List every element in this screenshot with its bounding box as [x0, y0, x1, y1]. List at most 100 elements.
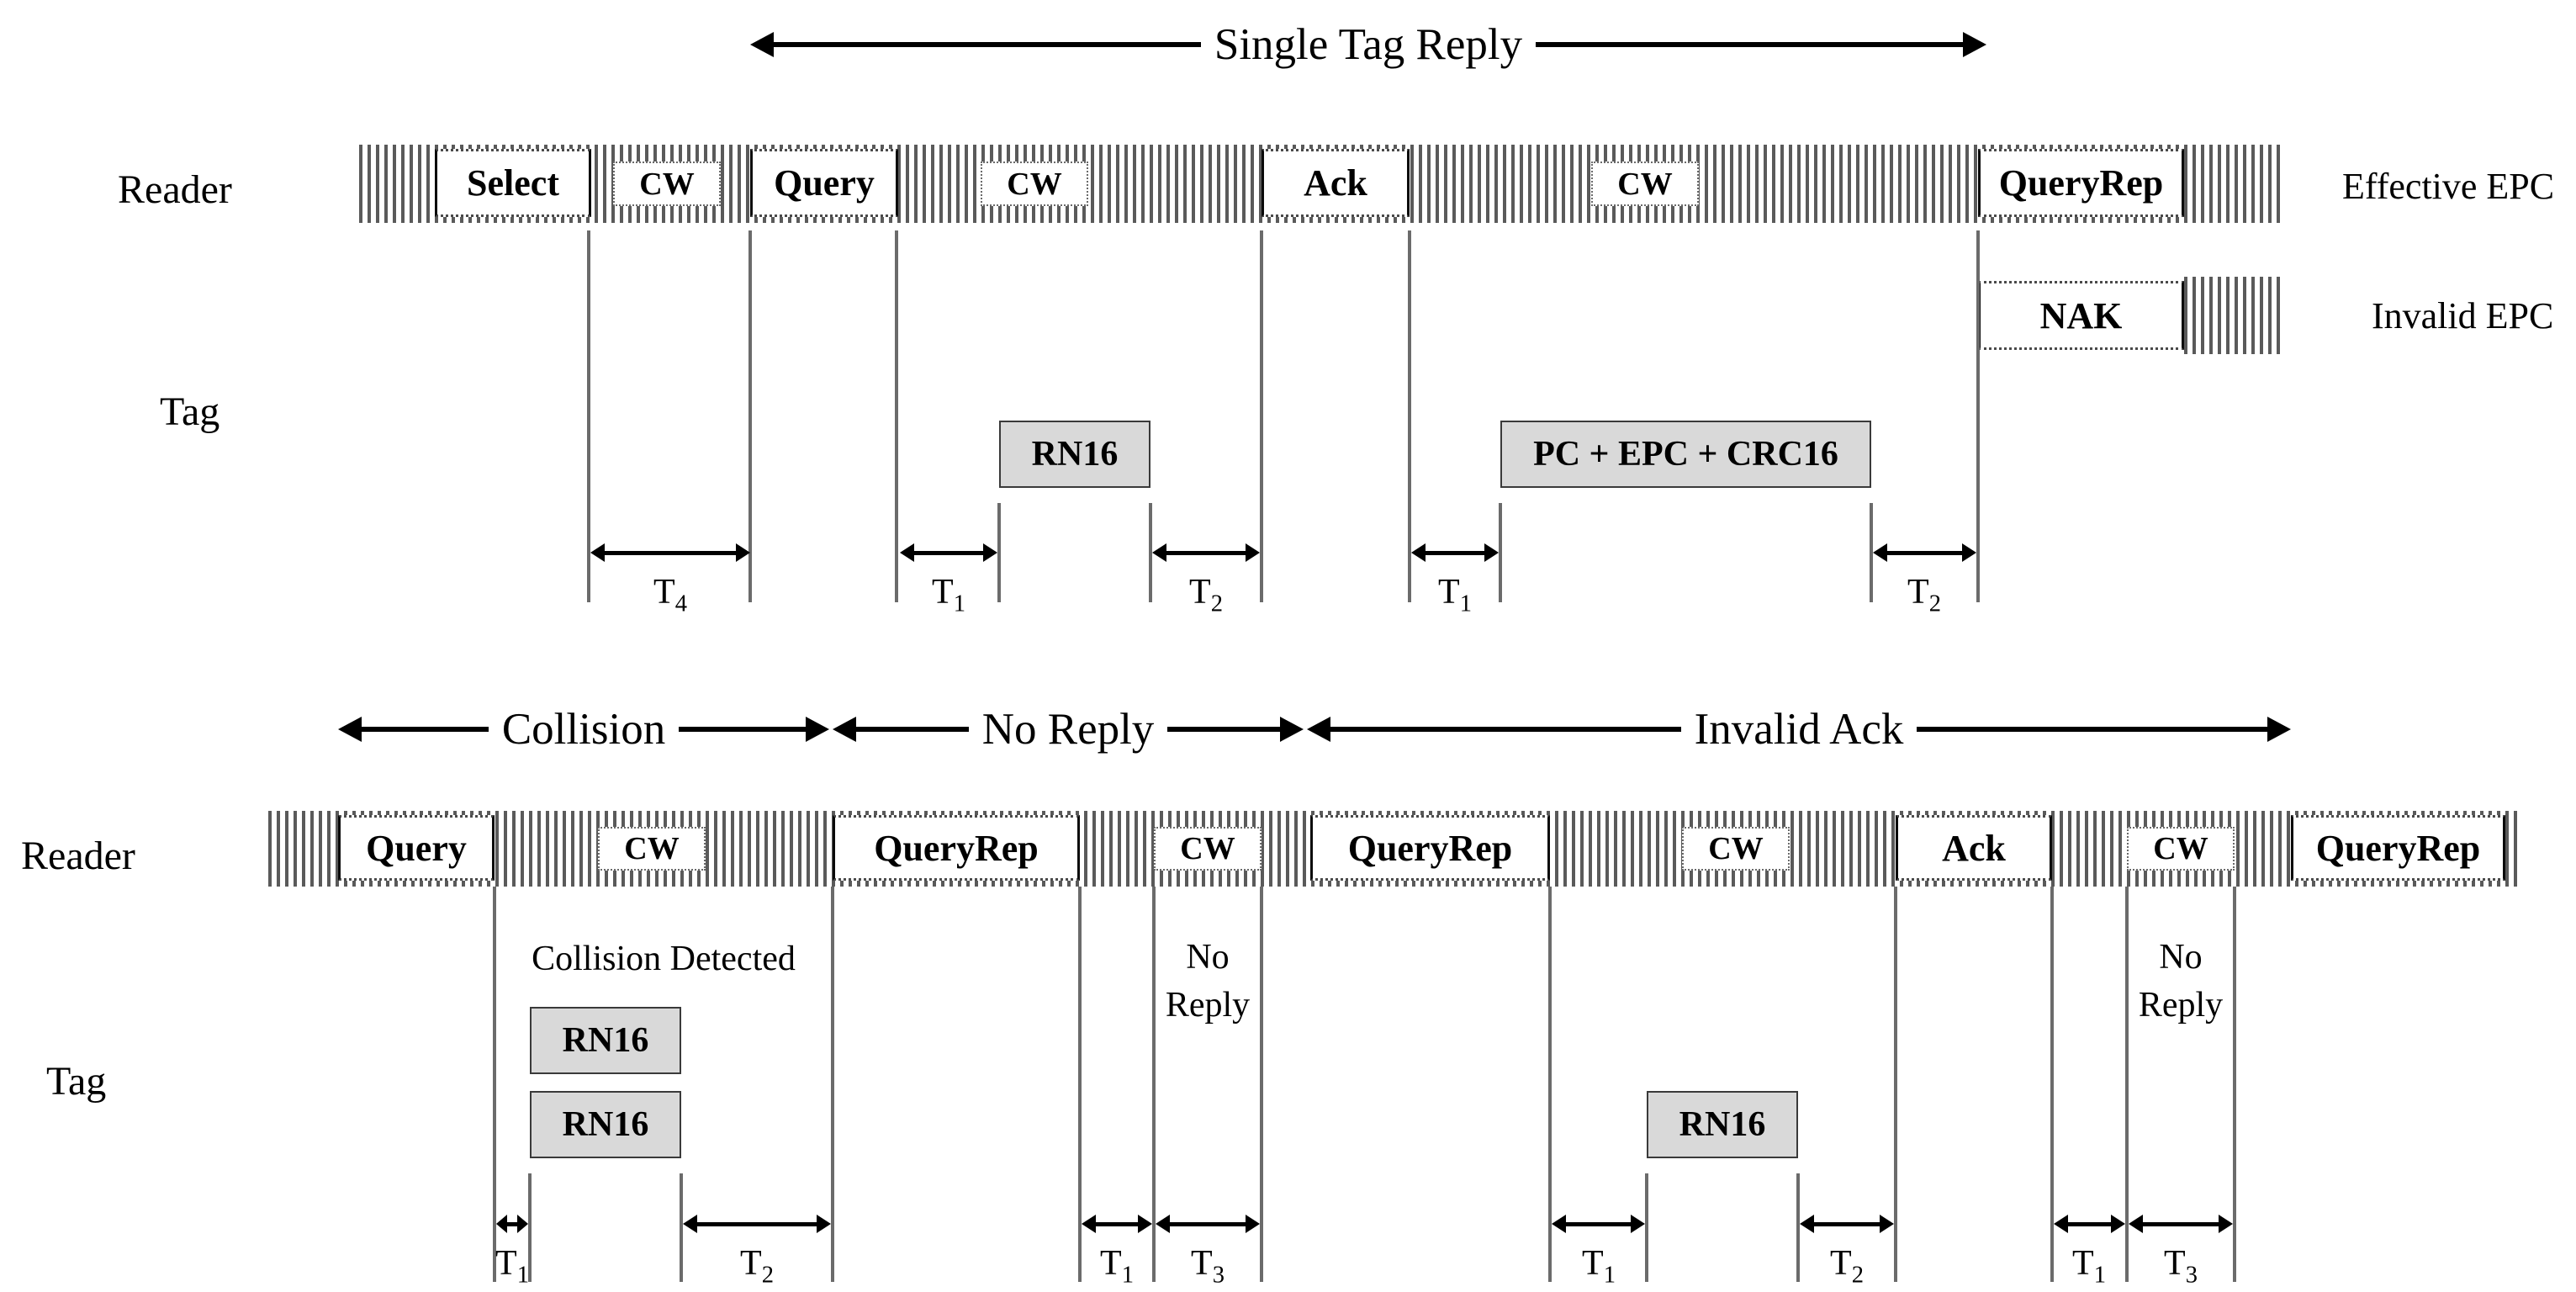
arrow-head-right-icon [1484, 543, 1499, 562]
arrow-head-left-icon [1307, 717, 1330, 742]
arrow-head-right-icon [1280, 717, 1304, 742]
bt2-arrow-2 [1800, 1213, 1894, 1235]
bottom-ack-box: Ack [1896, 815, 2052, 881]
bt3-arrow-1 [1156, 1213, 1260, 1235]
top-select-box: Select [435, 149, 591, 217]
bottom-rn16-box-2: RN16 [530, 1091, 681, 1158]
arrow-head-left-icon [1411, 543, 1426, 562]
bottom-rn16-box-1: RN16 [530, 1007, 681, 1074]
timing-line-ack-start [1894, 887, 1897, 1282]
arrow-shaft [1536, 42, 1964, 47]
timing-line-query-end [493, 887, 496, 1282]
bt1-label-3: T1 [1582, 1244, 1616, 1289]
top-tag-row-label: Tag [160, 389, 220, 434]
arrow-head-left-icon [338, 717, 362, 742]
arrow-head-right-icon [2267, 717, 2291, 742]
t2-label-2: T2 [1907, 573, 1941, 617]
no-reply-note-2: No Reply [2097, 934, 2265, 1029]
invalid-ack-span-arrow: Invalid Ack [1307, 704, 2291, 755]
arrow-shaft [605, 550, 736, 555]
timing-line-cw4-start [2125, 887, 2129, 1282]
timing-line-query-start [748, 230, 752, 602]
arrow-shaft [1330, 727, 1681, 732]
bt1-label-4: T1 [2072, 1244, 2106, 1289]
arrow-head-right-icon [1880, 1215, 1894, 1233]
arrow-head-left-icon [1552, 1215, 1566, 1233]
arrow-head-right-icon [1246, 543, 1260, 562]
top-rn16-box: RN16 [999, 421, 1150, 488]
arrow-head-right-icon [2219, 1215, 2233, 1233]
single-tag-reply-label: Single Tag Reply [1200, 19, 1537, 70]
bt2-arrow-1 [683, 1213, 831, 1235]
arrow-head-right-icon [1962, 543, 1976, 562]
bt1-arrow-4 [2054, 1213, 2125, 1235]
top-cw-box-3: CW [1591, 162, 1699, 206]
invalid-ack-label: Invalid Ack [1680, 704, 1917, 755]
arrow-head-left-icon [2054, 1215, 2068, 1233]
timing-line-queryrep2-end [1548, 887, 1552, 1282]
arrow-head-left-icon [683, 1215, 697, 1233]
timing-line-ack-start [1260, 230, 1263, 602]
timing-line-ack-end [1408, 230, 1411, 602]
timing-tick-rn16-end [1149, 503, 1152, 602]
arrow-head-left-icon [750, 32, 774, 57]
bottom-cw-box-3: CW [1682, 827, 1790, 871]
timing-line-cw2-end [1260, 887, 1263, 1282]
arrow-head-left-icon [1873, 543, 1887, 562]
timing-tick-rn16pair-start [528, 1173, 532, 1282]
no-reply-note-line2: Reply [1165, 985, 1251, 1025]
bottom-cw-box-4: CW [2127, 827, 2235, 871]
timing-line-cw4-end [2233, 887, 2236, 1282]
arrow-shaft [362, 727, 489, 732]
arrow-shaft [1566, 1221, 1631, 1226]
t1-arrow-2 [1411, 542, 1499, 564]
arrow-head-right-icon [1631, 1215, 1645, 1233]
arrow-head-right-icon [1138, 1215, 1152, 1233]
t4-arrow [590, 542, 750, 564]
bt1-arrow-1 [496, 1213, 528, 1235]
no-reply-note-line2: Reply [2138, 985, 2224, 1025]
timing-tick-pc-end [1870, 503, 1873, 602]
nak-box: NAK [1978, 281, 2184, 350]
arrow-shaft [1814, 1221, 1880, 1226]
bt1-label-1: T1 [495, 1244, 529, 1289]
timing-line-ack-end [2050, 887, 2054, 1282]
timing-line-cw2-start [1152, 887, 1156, 1282]
arrow-shaft [2143, 1221, 2219, 1226]
timing-line-select-end [587, 230, 590, 602]
arrow-head-left-icon [1156, 1215, 1170, 1233]
arrow-head-right-icon [1963, 32, 1987, 57]
bottom-query-box: Query [338, 815, 495, 881]
timing-tick-rn16-end [1796, 1173, 1800, 1282]
arrow-shaft [679, 727, 807, 732]
effective-epc-label: Effective EPC [2342, 166, 2555, 207]
top-cw-box-2: CW [981, 162, 1088, 206]
bt3-arrow-2 [2129, 1213, 2233, 1235]
arrow-shaft [1096, 1221, 1138, 1226]
timing-tick-rn16-start [997, 503, 1001, 602]
arrow-head-right-icon [517, 1215, 528, 1233]
arrow-shaft [507, 1221, 517, 1226]
no-reply-note-line1: No [2159, 938, 2203, 977]
t2-label-1: T2 [1189, 573, 1223, 617]
bottom-cw-box-1: CW [598, 827, 706, 871]
arrow-head-right-icon [2111, 1215, 2125, 1233]
timing-line-queryrep1-end [1078, 887, 1082, 1282]
timing-tick-rn16-start [1645, 1173, 1648, 1282]
arrow-head-left-icon [833, 717, 856, 742]
timing-line-query-end [895, 230, 898, 602]
bottom-cw-box-2: CW [1154, 827, 1262, 871]
top-query-box: Query [750, 149, 898, 217]
bt1-label-2: T1 [1100, 1244, 1134, 1289]
bt1-arrow-3 [1552, 1213, 1645, 1235]
bottom-reader-row-label: Reader [21, 834, 135, 878]
t2-arrow-1 [1152, 542, 1260, 564]
no-reply-span-arrow: No Reply [833, 704, 1304, 755]
arrow-head-right-icon [736, 543, 750, 562]
arrow-shaft [774, 42, 1201, 47]
collision-span-arrow: Collision [338, 704, 830, 755]
arrow-shaft [2068, 1221, 2111, 1226]
bt2-label-1: T2 [740, 1244, 774, 1289]
arrow-head-right-icon [806, 717, 830, 742]
arrow-head-left-icon [1152, 543, 1166, 562]
